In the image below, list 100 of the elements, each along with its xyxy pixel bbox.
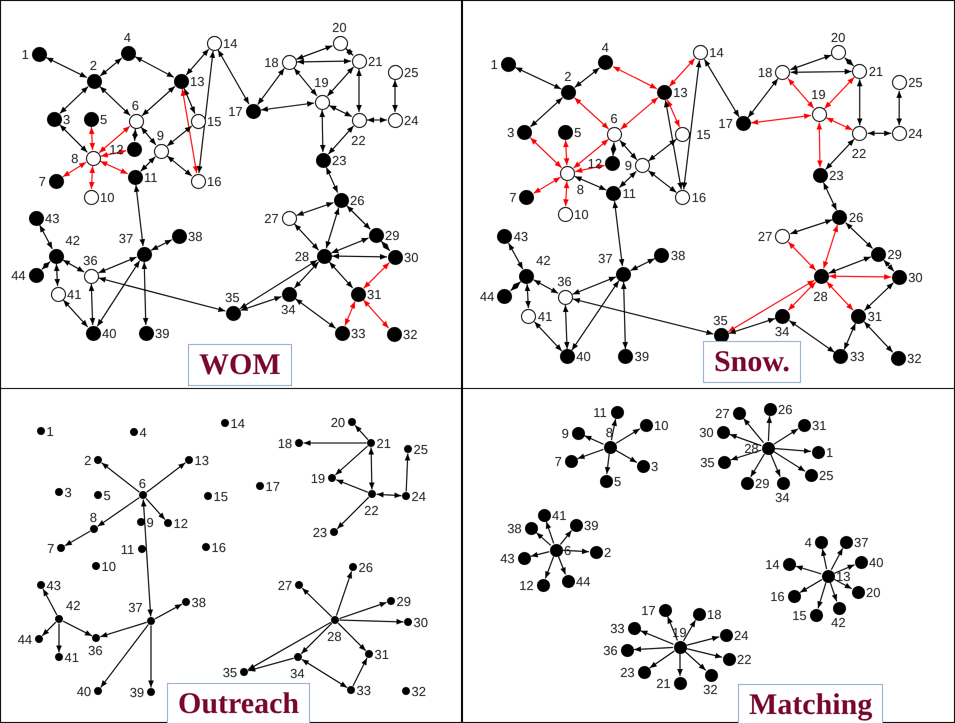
network-node <box>295 439 303 447</box>
arrow <box>816 122 823 168</box>
network-node <box>892 75 907 90</box>
arrow <box>134 184 146 246</box>
node-number: 22 <box>364 504 379 518</box>
arrow <box>616 428 640 444</box>
node-number: 28 <box>813 290 828 304</box>
node-number: 3 <box>507 126 514 140</box>
network-node <box>636 460 650 472</box>
arrow <box>826 282 854 311</box>
arrow <box>344 301 356 326</box>
arrow <box>146 462 186 493</box>
arrow <box>140 126 156 146</box>
network-node <box>607 126 622 142</box>
node-number: 27 <box>278 578 292 592</box>
arrow <box>788 78 814 109</box>
node-number: 4 <box>124 31 132 45</box>
network-node <box>519 190 534 205</box>
network-node <box>892 270 907 285</box>
network-node <box>334 192 348 208</box>
arrow <box>790 54 832 70</box>
node-number: 6 <box>132 99 140 113</box>
node-number: 33 <box>850 350 864 364</box>
arrow <box>356 69 362 112</box>
node-number: 11 <box>144 170 158 184</box>
arrow <box>296 45 333 60</box>
arrow <box>883 260 894 272</box>
network-node <box>55 488 63 496</box>
arrow <box>562 305 570 350</box>
node-number: 44 <box>480 290 494 304</box>
node-number: 10 <box>654 418 668 432</box>
node-number: 26 <box>778 402 792 416</box>
arrow <box>142 86 176 116</box>
network-node <box>692 44 708 60</box>
node-number: 27 <box>758 230 772 244</box>
arrow <box>328 262 354 288</box>
node-number: 24 <box>734 628 748 642</box>
network-node <box>497 288 512 304</box>
node-number: 34 <box>775 491 790 505</box>
network-node <box>347 686 355 694</box>
node-number: 36 <box>603 644 618 658</box>
node-number: 15 <box>696 128 711 142</box>
node-number: 1 <box>826 446 834 460</box>
arrow <box>788 282 816 311</box>
node-number: 2 <box>84 454 92 468</box>
arrow <box>634 646 674 652</box>
network-node <box>282 210 296 226</box>
arrow <box>824 76 855 109</box>
arrow <box>743 418 764 443</box>
node-number: 16 <box>207 174 222 188</box>
arrow <box>248 658 294 672</box>
node-number: 11 <box>120 542 134 556</box>
node-number: 43 <box>45 212 60 226</box>
arrow <box>514 66 562 90</box>
node-number: 40 <box>869 556 884 570</box>
node-number: 33 <box>351 326 366 340</box>
arrow <box>868 130 892 136</box>
node-number: 25 <box>404 66 418 80</box>
network-node <box>851 308 866 324</box>
network-node <box>86 150 100 166</box>
arrow <box>774 451 806 472</box>
network-node <box>831 44 846 60</box>
arrow <box>530 137 562 168</box>
arrow <box>300 622 332 654</box>
network-node <box>560 166 575 181</box>
network-node <box>716 426 730 438</box>
arrow <box>584 435 604 445</box>
arrow <box>533 176 561 194</box>
network-node <box>138 326 154 340</box>
node-number: 1 <box>490 58 498 72</box>
network-node <box>282 54 296 70</box>
node-number: 40 <box>76 684 92 698</box>
node-number: 17 <box>641 604 656 618</box>
network-node <box>256 482 264 490</box>
arrow <box>186 48 210 76</box>
node-number: 26 <box>358 560 373 574</box>
arrow <box>790 219 832 234</box>
network-node <box>221 419 229 427</box>
network-node <box>570 518 582 532</box>
network-node <box>84 112 98 126</box>
node-number: 31 <box>812 418 826 432</box>
arrow <box>336 479 368 493</box>
node-number: 4 <box>602 41 609 55</box>
network-node <box>328 474 336 482</box>
arrow <box>618 171 637 188</box>
network-node <box>128 114 144 128</box>
node-number: 16 <box>212 540 226 554</box>
arrow <box>830 582 838 602</box>
network-node <box>402 492 410 500</box>
node-number: 6 <box>610 112 618 126</box>
network-node <box>147 688 155 696</box>
arrow <box>572 298 714 336</box>
arrow <box>826 117 853 130</box>
network-node <box>606 186 621 201</box>
node-number: 3 <box>64 486 72 500</box>
network-node <box>658 604 672 616</box>
node-number: 20 <box>330 416 346 430</box>
arrow <box>88 126 96 150</box>
network-node <box>832 602 846 614</box>
node-number: 43 <box>514 230 528 244</box>
